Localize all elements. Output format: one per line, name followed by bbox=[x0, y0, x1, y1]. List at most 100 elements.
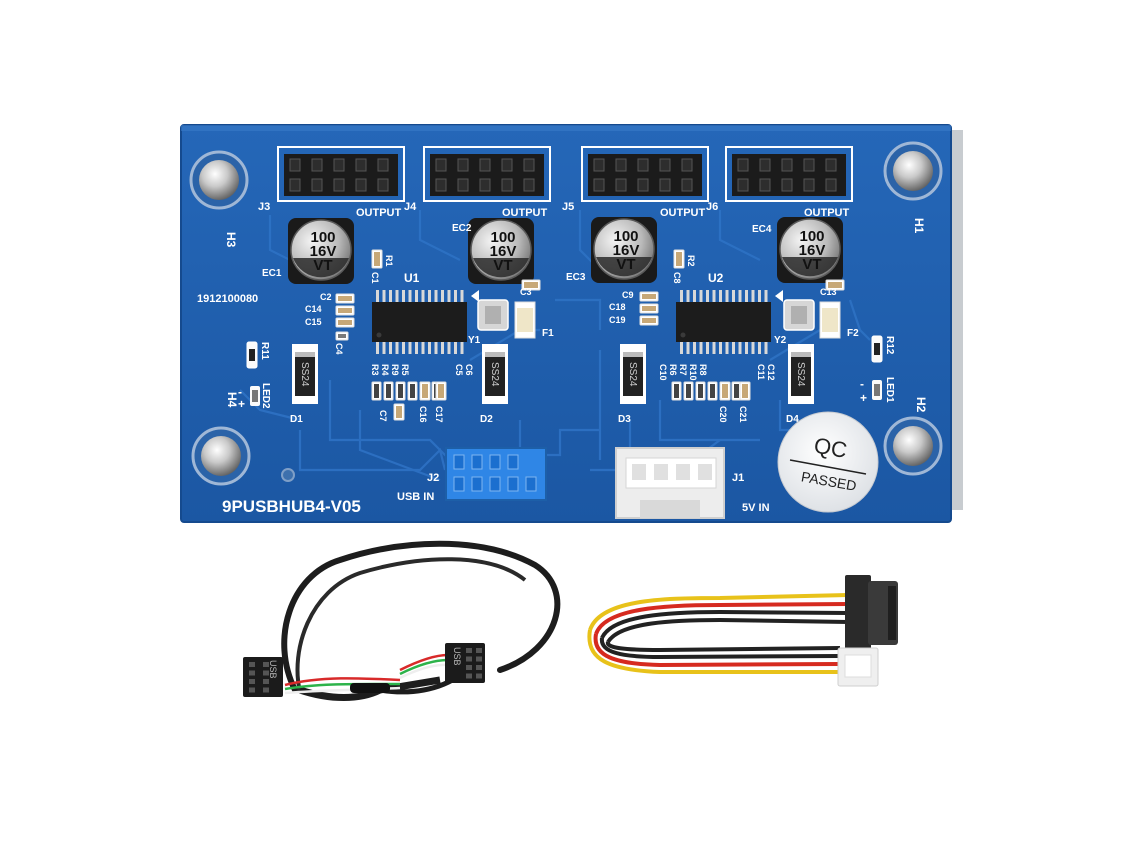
cap-marking-line2: 16V bbox=[310, 243, 337, 260]
cap-marking-line2: 16V bbox=[613, 242, 640, 259]
cap-marking-line2: 16V bbox=[490, 243, 517, 260]
label-c20: C20 bbox=[718, 406, 728, 423]
label-h1: H1 bbox=[912, 218, 926, 234]
label-d3: D3 bbox=[618, 414, 631, 425]
cap-marking-line3: VT bbox=[493, 257, 512, 274]
label-j5: J5 bbox=[562, 201, 574, 213]
screw-h3 bbox=[189, 150, 249, 210]
diode-marking: SS24 bbox=[299, 362, 310, 387]
screw-h4 bbox=[191, 426, 251, 486]
label-f1: F1 bbox=[542, 328, 554, 339]
label-usb-in: USB IN bbox=[397, 491, 434, 503]
label-r-left-3: R5 bbox=[400, 364, 410, 376]
connector-label-right: USB bbox=[452, 647, 462, 666]
cap-marking-line3: VT bbox=[616, 256, 635, 273]
label-c-right-row-0: C11 bbox=[756, 364, 766, 380]
label-d4: D4 bbox=[786, 414, 799, 425]
label-d1: D1 bbox=[290, 414, 303, 425]
usb-connector-right: USB bbox=[445, 643, 485, 683]
label-5v-in: 5V IN bbox=[742, 502, 770, 514]
label-c4: C4 bbox=[334, 343, 344, 355]
label-ec3: EC3 bbox=[566, 272, 586, 283]
serial-number: 1912100080 bbox=[197, 293, 258, 305]
led2-group: R11 LED2 - + bbox=[238, 341, 271, 411]
label-c18: C18 bbox=[609, 302, 626, 312]
label-r12: R12 bbox=[884, 336, 895, 355]
label-u2: U2 bbox=[708, 271, 724, 285]
cap-marking-line1: 100 bbox=[310, 229, 335, 246]
usb-cable: USB USB bbox=[243, 540, 561, 701]
label-r-right-1: R6 bbox=[668, 364, 678, 376]
label-c15: C15 bbox=[305, 317, 322, 327]
label-c-right-row-1: C12 bbox=[766, 364, 776, 381]
label-c19: C19 bbox=[609, 315, 626, 325]
label-d2: D2 bbox=[480, 414, 493, 425]
label-h2: H2 bbox=[914, 397, 928, 413]
label-c14: C14 bbox=[305, 304, 322, 314]
label-c7: C7 bbox=[378, 410, 388, 422]
label-h3: H3 bbox=[224, 232, 238, 248]
crystal-y1: Y1 bbox=[468, 299, 509, 346]
cap-marking-line1: 100 bbox=[613, 228, 638, 245]
svg-text:+: + bbox=[238, 397, 245, 411]
chip-u2: U2 bbox=[676, 271, 783, 354]
label-j4: J4 bbox=[404, 201, 417, 213]
label-ec4: EC4 bbox=[752, 224, 772, 235]
power-in-connector: J1 5V IN bbox=[615, 447, 770, 519]
fuse-f1: F1 bbox=[514, 301, 554, 339]
label-c9: C9 bbox=[622, 290, 634, 300]
chip-u1: U1 bbox=[372, 271, 479, 354]
crystal-y2: Y2 bbox=[774, 299, 815, 346]
usb-in-header: J2 USB IN bbox=[397, 447, 547, 503]
sata-power-cable bbox=[587, 575, 898, 687]
label-c17: C17 bbox=[434, 406, 444, 423]
chips: U1 U2 bbox=[372, 271, 783, 354]
label-h4: H4 bbox=[225, 392, 239, 408]
sticker-line1: QC bbox=[812, 433, 849, 463]
label-led1: LED1 bbox=[884, 377, 895, 403]
label-output-1: OUTPUT bbox=[356, 207, 402, 219]
label-r2: R2 bbox=[686, 255, 696, 267]
svg-text:+: + bbox=[860, 391, 867, 405]
small-power-connector bbox=[837, 647, 879, 687]
cap-marking-line3: VT bbox=[313, 257, 332, 274]
led1-group: R12 LED1 - + bbox=[860, 335, 895, 405]
label-r-right-3: R10 bbox=[688, 364, 698, 381]
label-f2: F2 bbox=[847, 328, 859, 339]
label-c-left-row-0: C5 bbox=[454, 364, 464, 376]
label-r-right-2: R7 bbox=[678, 364, 688, 376]
screw-h1 bbox=[883, 141, 943, 201]
diode-marking: SS24 bbox=[795, 362, 806, 387]
label-r-left-1: R4 bbox=[380, 364, 390, 376]
label-c8: C8 bbox=[672, 272, 682, 284]
label-j6: J6 bbox=[706, 201, 718, 213]
cap-marking-line1: 100 bbox=[799, 228, 824, 245]
label-output-3: OUTPUT bbox=[660, 207, 706, 219]
screw-h2 bbox=[883, 416, 943, 476]
cap-marking-line1: 100 bbox=[490, 229, 515, 246]
label-c2: C2 bbox=[320, 292, 332, 302]
label-led2: LED2 bbox=[260, 383, 271, 409]
label-r-right-4: R8 bbox=[698, 364, 708, 376]
qc-passed-sticker: QC PASSED bbox=[777, 411, 879, 513]
label-c16: C16 bbox=[418, 406, 428, 423]
usb-connector-left: USB bbox=[243, 657, 283, 697]
svg-text:-: - bbox=[860, 377, 864, 391]
label-c21: C21 bbox=[738, 406, 748, 423]
label-u1: U1 bbox=[404, 271, 420, 285]
